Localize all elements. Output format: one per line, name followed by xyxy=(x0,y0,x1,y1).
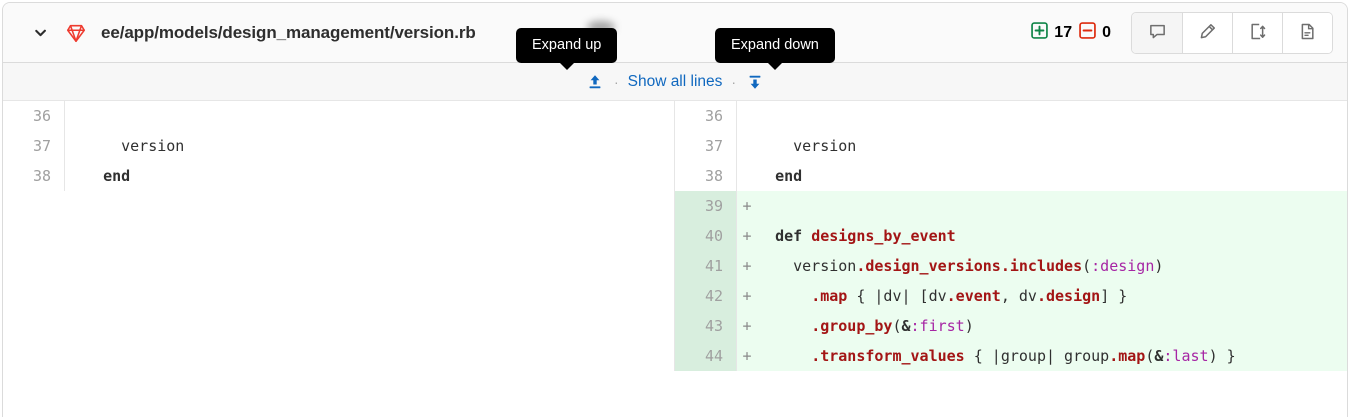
document-icon xyxy=(1298,22,1317,44)
header-actions: 17 0 xyxy=(1031,11,1333,54)
line-number[interactable]: 37 xyxy=(3,131,65,161)
expand-up-icon[interactable] xyxy=(585,72,605,92)
expand-down-icon[interactable] xyxy=(745,72,765,92)
line-sign: + xyxy=(737,311,757,341)
additions-count: 17 xyxy=(1054,23,1073,41)
separator-dot-2: · xyxy=(731,73,737,90)
diff-stats: 17 0 xyxy=(1031,21,1111,44)
code-content: version xyxy=(757,137,857,155)
minus-square-icon xyxy=(1079,21,1096,44)
file-path[interactable]: ee/app/models/design_management/version.… xyxy=(101,22,476,42)
line-number[interactable]: 38 xyxy=(675,161,737,191)
plus-square-icon xyxy=(1031,21,1049,44)
file-transfer-icon xyxy=(1248,22,1267,44)
code-content xyxy=(757,101,1347,131)
code-content: .group_by(&:first) xyxy=(757,311,1347,341)
line-number[interactable]: 36 xyxy=(3,101,65,131)
code-content xyxy=(85,101,674,131)
line-number[interactable]: 39 xyxy=(675,191,737,221)
file-action-button-group xyxy=(1131,11,1333,54)
code-content xyxy=(757,191,1347,221)
chevron-down-icon[interactable] xyxy=(29,22,51,44)
code-content: end xyxy=(775,167,803,185)
line-number[interactable]: 40 xyxy=(675,221,737,251)
code-content: end xyxy=(103,167,131,185)
line-number[interactable]: 36 xyxy=(675,101,737,131)
view-file-button[interactable] xyxy=(1282,12,1332,53)
line-sign: + xyxy=(737,251,757,281)
comment-icon xyxy=(1148,22,1167,44)
code-content: version.design_versions.includes(:design… xyxy=(757,251,1347,281)
line-sign: + xyxy=(737,191,757,221)
line-sign: + xyxy=(737,281,757,311)
code-line: 44+ .transform_values { |group| group.ma… xyxy=(675,341,1347,371)
line-sign: + xyxy=(737,341,757,371)
ruby-gem-icon xyxy=(65,22,87,44)
code-content: .map { |dv| [dv.event, dv.design] } xyxy=(757,281,1347,311)
line-sign: + xyxy=(737,221,757,251)
code-line: 36 xyxy=(3,101,674,131)
deletions-stat: 0 xyxy=(1079,21,1111,44)
code-content: version xyxy=(85,137,185,155)
compare-button[interactable] xyxy=(1232,12,1282,53)
deletions-count: 0 xyxy=(1102,23,1111,41)
separator-dot: · xyxy=(613,73,619,90)
code-line: 42+ .map { |dv| [dv.event, dv.design] } xyxy=(675,281,1347,311)
code-line: 37 version xyxy=(3,131,674,161)
line-number[interactable]: 42 xyxy=(675,281,737,311)
tooltip-expand-down: Expand down xyxy=(715,28,835,71)
additions-stat: 17 xyxy=(1031,21,1073,44)
code-content: def designs_by_event xyxy=(757,221,1347,251)
code-line: 43+ .group_by(&:first) xyxy=(675,311,1347,341)
expand-lines-row: · Show all lines · xyxy=(3,63,1347,101)
line-number[interactable]: 43 xyxy=(675,311,737,341)
line-number[interactable]: 44 xyxy=(675,341,737,371)
code-line: 37 version xyxy=(675,131,1347,161)
show-all-lines-link[interactable]: Show all lines xyxy=(627,72,723,90)
code-content: .transform_values { |group| group.map(&:… xyxy=(757,341,1347,371)
line-number[interactable]: 37 xyxy=(675,131,737,161)
comment-button[interactable] xyxy=(1132,12,1182,53)
code-line: 40+ def designs_by_event xyxy=(675,221,1347,251)
code-line: 36 xyxy=(675,101,1347,131)
tooltip-expand-up: Expand up xyxy=(516,28,618,71)
diff-file-header: ee/app/models/design_management/version.… xyxy=(3,3,1347,63)
code-line: 38 end xyxy=(3,161,674,191)
code-line: 41+ version.design_versions.includes(:de… xyxy=(675,251,1347,281)
edit-button[interactable] xyxy=(1182,12,1232,53)
line-number[interactable]: 41 xyxy=(675,251,737,281)
code-line: 39+ xyxy=(675,191,1347,221)
code-line: 38 end xyxy=(675,161,1347,191)
line-number[interactable]: 38 xyxy=(3,161,65,191)
pencil-icon xyxy=(1198,22,1217,44)
